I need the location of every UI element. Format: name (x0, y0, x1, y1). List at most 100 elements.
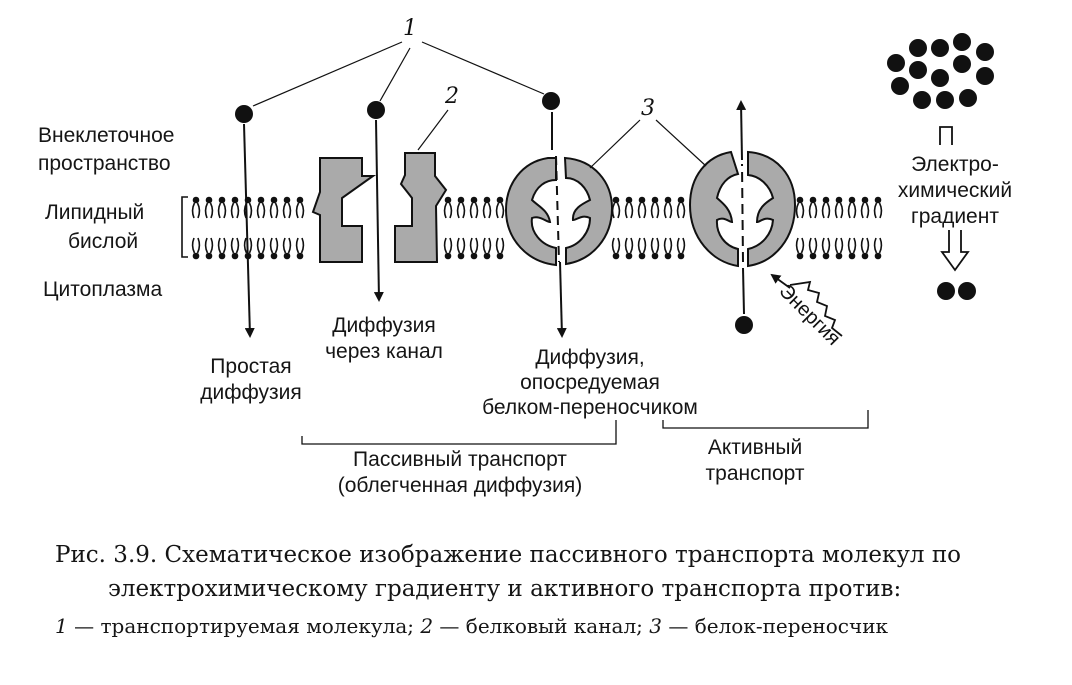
lipid-molecule-outer (821, 195, 831, 219)
legend-text-2: — белковый канал; (433, 614, 650, 638)
lipid-molecule-inner (795, 237, 805, 261)
lipid-molecule-inner (469, 237, 479, 261)
molecule-active (735, 100, 753, 334)
lipid-molecule-outer (469, 195, 479, 219)
high-concentration-dots (887, 33, 994, 109)
lipid-molecule-outer (611, 195, 621, 219)
lipid-molecule-outer (808, 195, 818, 219)
lipid-molecule-inner (456, 237, 466, 261)
molecule-carrier (542, 92, 567, 338)
energy-arrow (770, 273, 843, 337)
label-active-transport-1: Активный (707, 436, 803, 459)
lipid-molecule-outer (443, 195, 453, 219)
lipid-molecule-inner (230, 237, 240, 261)
leader-lines-1 (252, 41, 545, 107)
label-passive-transport-1: Пассивный транспорт (353, 448, 567, 471)
passive-transport-bracket (301, 420, 617, 445)
carrier-protein-passive (504, 156, 614, 267)
label-gradient-3: градиент (911, 205, 999, 228)
caption-legend: 1 — транспортируемая молекула; 2 — белко… (55, 614, 888, 638)
active-transport-bracket (662, 410, 869, 429)
lipid-molecule-inner (611, 237, 621, 261)
lipid-molecule-outer (295, 195, 305, 219)
lipid-molecule-inner (650, 237, 660, 261)
lipid-molecule-inner (495, 237, 505, 261)
lipid-molecule-inner (873, 237, 883, 261)
label-active-transport-2: транспорт (705, 462, 805, 485)
label-channel-diffusion-1: Диффузия (332, 314, 436, 337)
lipid-molecule-outer (191, 195, 201, 219)
lipid-molecule-outer (795, 195, 805, 219)
molecule-simple (235, 105, 255, 338)
legend-num-2: 2 (420, 614, 434, 638)
label-extracellular-2: пространство (38, 152, 171, 175)
lipid-molecule-outer (637, 195, 647, 219)
lipid-molecule-inner (808, 237, 818, 261)
molecule-channel (367, 101, 385, 302)
lipid-molecule-outer (624, 195, 634, 219)
label-channel-diffusion-2: через канал (325, 340, 443, 363)
label-lipid-1: Липидный (45, 201, 145, 224)
gradient-arrow-top (939, 126, 953, 145)
lipid-molecule-inner (663, 237, 673, 261)
lipid-molecule-outer (847, 195, 857, 219)
label-gradient-1: Электро- (911, 153, 999, 176)
marker-3: 3 (641, 96, 655, 121)
caption-line-2: электрохимическому градиенту и активного… (108, 576, 902, 602)
lipid-molecule-outer (873, 195, 883, 219)
label-simple-diffusion-2: диффузия (200, 381, 302, 404)
lipid-molecule-inner (676, 237, 686, 261)
lipid-molecule-outer (217, 195, 227, 219)
lipid-molecule-outer (256, 195, 266, 219)
lipid-molecule-inner (624, 237, 634, 261)
lipid-molecule-outer (834, 195, 844, 219)
lipid-molecule-inner (847, 237, 857, 261)
marker-2: 2 (445, 84, 459, 109)
carrier-protein-active (688, 150, 797, 268)
lipid-molecule-outer (650, 195, 660, 219)
lipid-molecule-outer (230, 195, 240, 219)
legend-num-1: 1 (55, 614, 68, 638)
lipid-molecule-inner (295, 237, 305, 261)
lipid-molecule-outer (676, 195, 686, 219)
label-simple-diffusion-1: Простая (210, 355, 292, 378)
lipid-molecule-inner (860, 237, 870, 261)
lipid-molecule-inner (834, 237, 844, 261)
lipid-molecule-outer (495, 195, 505, 219)
lipid-molecule-inner (269, 237, 279, 261)
lipid-molecule-inner (637, 237, 647, 261)
protein-channel (311, 152, 448, 263)
lipid-molecule-outer (269, 195, 279, 219)
lipid-molecule-outer (663, 195, 673, 219)
lipid-molecule-inner (443, 237, 453, 261)
lipid-molecule-outer (482, 195, 492, 219)
lipid-molecule-outer (860, 195, 870, 219)
low-concentration-dots (937, 282, 976, 300)
bilayer-bracket (181, 196, 188, 258)
lipid-molecule-inner (821, 237, 831, 261)
label-carrier-diffusion-1: Диффузия, (535, 346, 645, 369)
label-carrier-diffusion-2: опосредуемая (520, 371, 660, 394)
caption-line-1: Рис. 3.9. Схематическое изображение пасс… (55, 542, 961, 568)
marker-1: 1 (403, 16, 417, 41)
label-gradient-2: химический (897, 179, 1013, 202)
gradient-arrow-bottom (940, 230, 970, 272)
legend-num-3: 3 (649, 614, 662, 638)
label-extracellular-1: Внеклеточное (38, 124, 175, 147)
lipid-molecule-outer (456, 195, 466, 219)
label-passive-transport-2: (облегченная диффузия) (337, 474, 583, 497)
lipid-molecule-outer (282, 195, 292, 219)
lipid-molecule-inner (191, 237, 201, 261)
lipid-molecule-inner (256, 237, 266, 261)
lipid-molecule-inner (217, 237, 227, 261)
lipid-molecule-inner (482, 237, 492, 261)
lipid-molecule-outer (204, 195, 214, 219)
label-lipid-2: бислой (68, 230, 139, 253)
lipid-molecule-inner (204, 237, 214, 261)
legend-text-3: — белок-переносчик (662, 614, 889, 638)
label-carrier-diffusion-3: белком-переносчиком (482, 396, 698, 419)
leader-line-2 (417, 109, 449, 151)
label-cytoplasm: Цитоплазма (43, 278, 163, 301)
lipid-molecule-inner (282, 237, 292, 261)
